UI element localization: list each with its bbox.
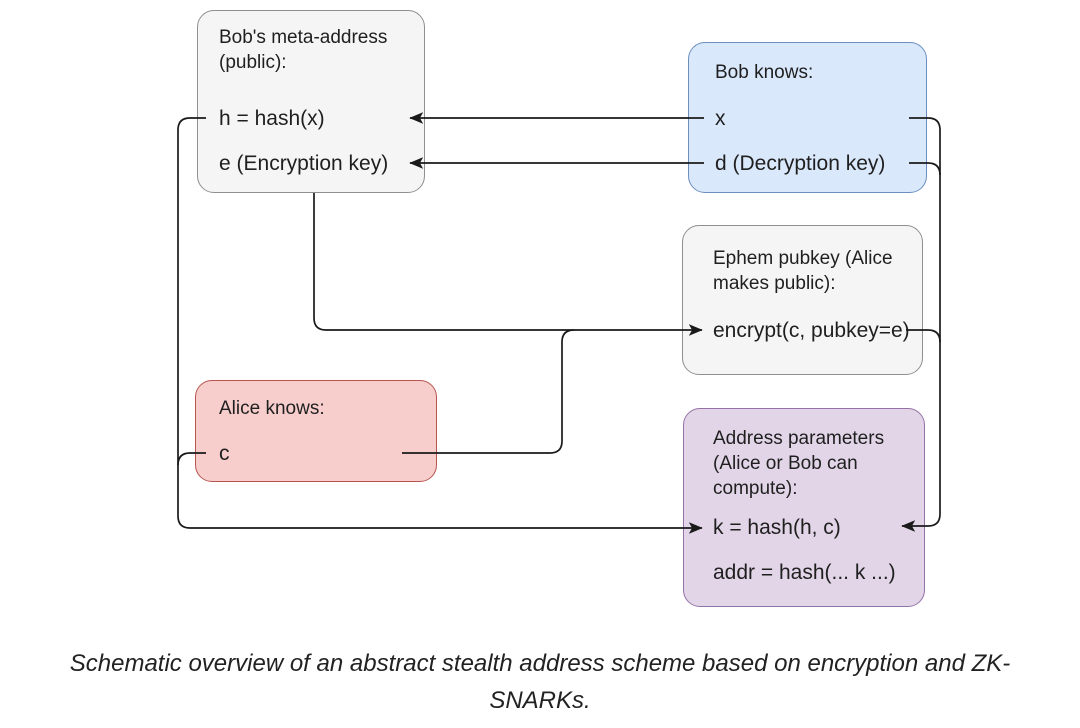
node-title: Bob's meta-address (public): (198, 11, 424, 75)
node-item-c: c (219, 442, 230, 465)
node-item-k-hash: k = hash(h, c) (713, 516, 841, 539)
node-ephem-pubkey: Ephem pubkey (Alice makes public): encry… (682, 225, 923, 375)
node-item-encryption-key: e (Encryption key) (219, 152, 389, 175)
figure-caption-line: Schematic overview of an abstract stealt… (69, 650, 1011, 677)
node-address-parameters: Address parameters (Alice or Bob can com… (683, 408, 925, 607)
node-title-line: (Alice or Bob can (713, 453, 858, 474)
node-item-addr-hash: addr = hash(... k ...) (713, 561, 896, 584)
node-title: Bob knows: (689, 43, 926, 85)
node-alice-knows: Alice knows: c (195, 380, 437, 482)
stealth-address-diagram: Bob's meta-address (public): h = hash(x)… (177, 10, 941, 607)
node-title: Alice knows: (196, 381, 436, 421)
node-title-line: (public): (219, 52, 287, 73)
node-title-line: compute): (713, 478, 798, 499)
node-item-x: x (715, 107, 726, 130)
node-bob-meta-address: Bob's meta-address (public): h = hash(x)… (197, 10, 425, 193)
figure-caption: Schematic overview of an abstract stealt… (0, 645, 1080, 719)
node-title-line: Bob knows: (715, 62, 814, 83)
node-title-line: Bob's meta-address (219, 27, 388, 48)
node-title-line: Address parameters (713, 428, 885, 449)
figure-caption-line: SNARKs. (489, 687, 591, 714)
node-item-h-hash-x: h = hash(x) (219, 107, 325, 130)
node-title-line: Alice knows: (219, 398, 325, 419)
edge-e-to-encrypt (313, 193, 703, 336)
node-title-line: makes public): (713, 273, 836, 294)
node-title: Ephem pubkey (Alice makes public): (683, 226, 922, 296)
node-item-decryption-key: d (Decryption key) (715, 152, 886, 175)
node-item-encrypt: encrypt(c, pubkey=e) (713, 319, 910, 342)
node-title-line: Ephem pubkey (Alice (713, 248, 893, 269)
node-title: Address parameters (Alice or Bob can com… (684, 409, 924, 501)
node-bob-knows: Bob knows: x d (Decryption key) (688, 42, 927, 193)
